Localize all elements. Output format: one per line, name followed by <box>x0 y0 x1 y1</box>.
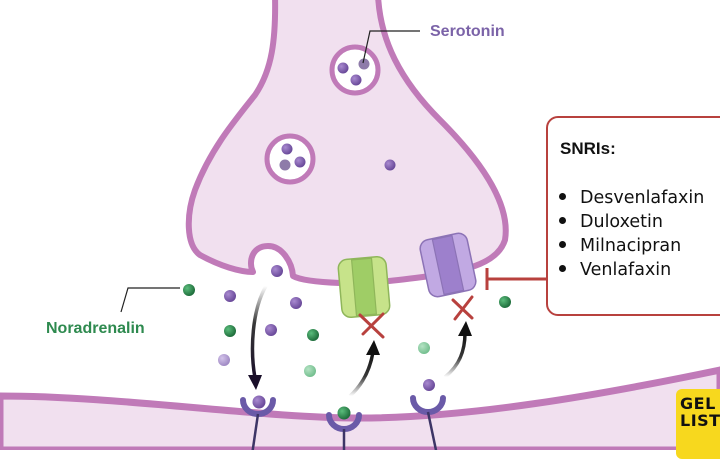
block-cross-1 <box>358 312 385 339</box>
logo-line-1: GEL <box>680 394 716 413</box>
drug-name: Duloxetin <box>580 212 663 232</box>
snri-info-box: SNRIs: Desvenlafaxin Duloxetin Milnacipr… <box>546 116 720 316</box>
noradrenalin-leader-line <box>120 287 180 313</box>
serotonin-molecule <box>224 290 236 302</box>
serotonin-molecule <box>265 324 277 336</box>
noradrenalin-molecule <box>418 342 430 354</box>
vesicle-middle <box>264 133 316 185</box>
drug-name: Milnacipran <box>580 236 682 256</box>
noradrenalin-label: Noradrenalin <box>46 320 145 337</box>
bullet-icon <box>559 265 566 272</box>
released-serotonin <box>271 265 283 277</box>
serotonin-molecule <box>423 379 435 391</box>
bullet-icon <box>559 217 566 224</box>
receptor-1 <box>240 395 276 450</box>
serotonin-label: Serotonin <box>430 23 505 40</box>
receptor-3 <box>410 395 446 450</box>
serotonin-transporter <box>419 232 477 298</box>
bullet-icon <box>559 241 566 248</box>
drug-name: Desvenlafaxin <box>580 188 705 208</box>
drug-item: Milnacipran <box>556 234 704 258</box>
drug-item: Desvenlafaxin <box>556 186 704 210</box>
noradrenalin-molecule <box>304 365 316 377</box>
snri-title: SNRIs: <box>560 139 616 158</box>
postsynaptic-neuron <box>0 366 720 450</box>
serotonin-molecule <box>290 297 302 309</box>
bullet-icon <box>559 193 566 200</box>
drug-item: Venlafaxin <box>556 258 704 282</box>
reuptake-arrow-1 <box>348 340 380 398</box>
receptor-2 <box>326 406 362 450</box>
noradrenalin-molecule <box>224 325 236 337</box>
noradrenalin-molecule <box>307 329 319 341</box>
noradrenalin-molecule <box>183 284 195 296</box>
block-cross-2 <box>451 295 474 321</box>
snri-drug-list: Desvenlafaxin Duloxetin Milnacipran Venl… <box>556 186 704 282</box>
inhibition-bar <box>485 268 546 290</box>
release-arrow <box>248 285 268 390</box>
serotonin-molecule <box>384 159 396 171</box>
serotonin-leader-line <box>362 30 420 64</box>
vesicle-top <box>329 44 381 96</box>
drug-name: Venlafaxin <box>580 260 672 280</box>
reuptake-arrow-2 <box>443 321 472 379</box>
drug-item: Duloxetin <box>556 210 704 234</box>
serotonin-molecule <box>218 354 230 366</box>
noradrenalin-transporter <box>337 256 391 318</box>
cleft-molecules <box>183 284 511 391</box>
noradrenalin-molecule <box>499 296 511 308</box>
logo-line-2: LIST <box>680 411 720 430</box>
presynaptic-terminal <box>185 0 509 287</box>
